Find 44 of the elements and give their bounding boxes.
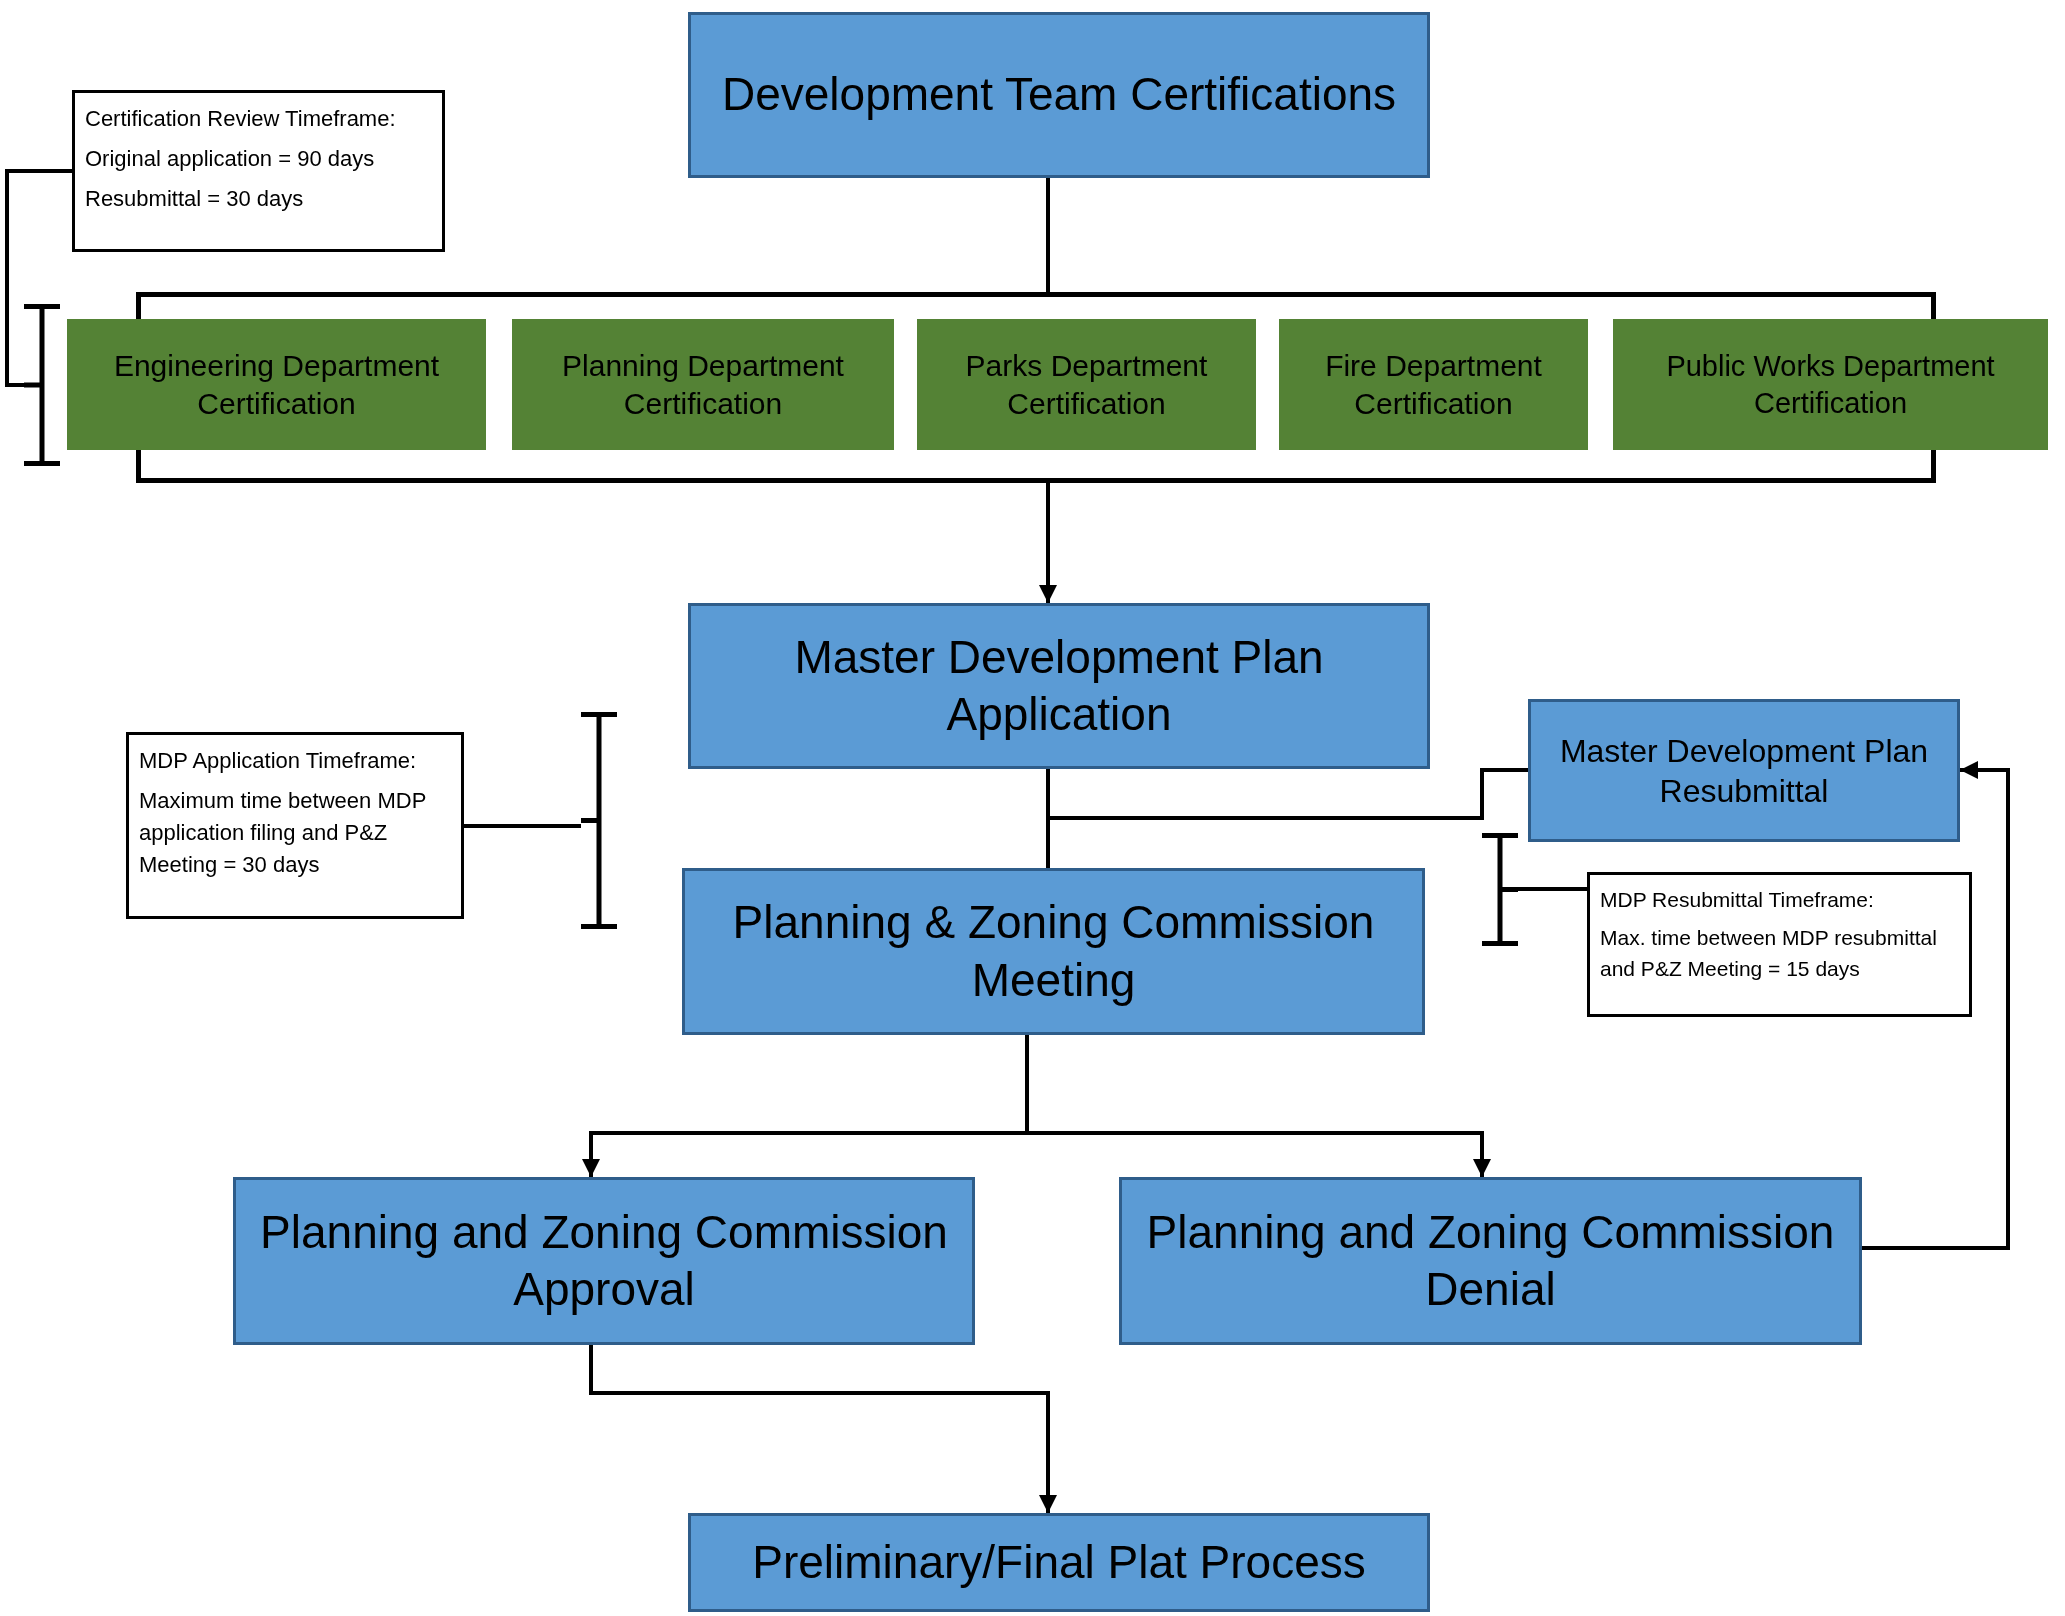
note-box [72, 90, 445, 252]
note-text: Resubmittal = 30 days [85, 184, 304, 213]
dimension-bracket [1482, 833, 1518, 946]
process-box [1119, 1177, 1862, 1345]
arrow [589, 1345, 1057, 1513]
process-box [688, 603, 1430, 769]
note-text: Maximum time between MDP application filing and P&Z Meeting = 30 days [139, 786, 427, 879]
box-label: Fire Department Certification [1324, 348, 1543, 422]
leader-line [5, 169, 72, 387]
certification-box [917, 319, 1256, 450]
process-box [233, 1177, 975, 1345]
process-box [688, 1513, 1430, 1612]
note-heading: MDP Application Timeframe: [139, 747, 417, 775]
arrow [1039, 483, 1057, 603]
box-label: Public Works Department Certification [1665, 349, 1996, 421]
note-text: Original application = 90 days [85, 144, 375, 173]
process-box [688, 12, 1430, 178]
box-label: Engineering Department Certification [112, 348, 441, 422]
certification-box [67, 319, 486, 450]
note-heading: MDP Resubmittal Timeframe: [1600, 887, 1874, 913]
box-label: Preliminary/Final Plat Process [752, 1534, 1366, 1590]
certification-box [1279, 319, 1588, 450]
connector-line [1046, 178, 1050, 292]
box-label: Parks Department Certification [964, 348, 1209, 422]
box-label: Development Team Certifications [721, 67, 1397, 123]
note-heading: Certification Review Timeframe: [85, 105, 396, 133]
box-label: Master Development Plan Resubmittal [1558, 731, 1930, 811]
leader-line [1518, 887, 1587, 891]
process-box [1528, 699, 1960, 842]
box-label: Planning and Zoning Commission Denial [1145, 1204, 1836, 1317]
box-label: Planning & Zoning Commission Meeting [731, 895, 1376, 1008]
note-box [1587, 872, 1972, 1017]
note-text: Max. time between MDP resubmittal and P&Z Meeting = 15 days [1600, 925, 1938, 982]
box-label: Planning Department Certification [561, 348, 845, 422]
dimension-bracket [24, 304, 60, 466]
box-label: Master Development Plan Application [793, 629, 1325, 742]
arrow [1862, 761, 2010, 1250]
dimension-bracket [581, 712, 617, 929]
leader-line [464, 824, 581, 828]
box-label: Planning and Zoning Commission Approval [259, 1204, 949, 1317]
note-box [126, 732, 464, 919]
certification-box [1613, 319, 2048, 450]
certification-box [512, 319, 894, 450]
process-box [682, 868, 1425, 1035]
